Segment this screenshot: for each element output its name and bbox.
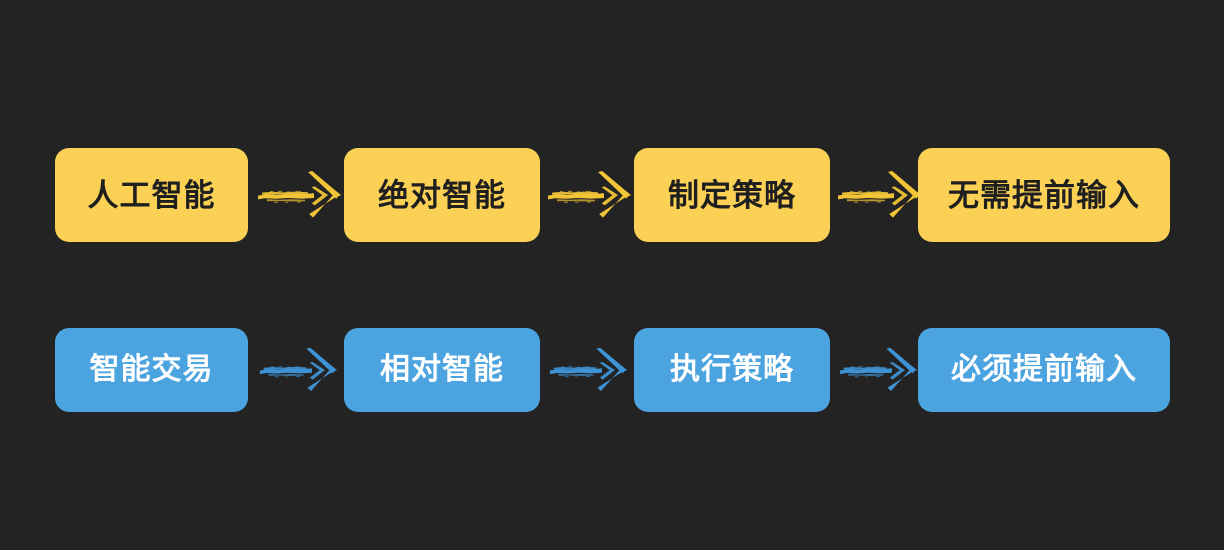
flow-node-label: 人工智能 bbox=[87, 177, 216, 213]
flow-node-label: 相对智能 bbox=[380, 353, 504, 386]
flow-node-label: 绝对智能 bbox=[378, 177, 506, 213]
flow-node-trading-1[interactable]: 相对智能 bbox=[344, 328, 540, 412]
flow-node-label: 无需提前输入 bbox=[948, 177, 1140, 213]
flow-node-label: 智能交易 bbox=[89, 353, 214, 386]
flow-node-trading-2[interactable]: 执行策略 bbox=[634, 328, 830, 412]
arrow-right-icon bbox=[836, 167, 922, 223]
flow-node-ai-0[interactable]: 人工智能 bbox=[55, 148, 248, 242]
flow-row-ai: 人工智能 bbox=[0, 148, 1224, 242]
arrow-right-icon bbox=[546, 167, 632, 223]
arrow-right-icon bbox=[258, 344, 338, 396]
flow-node-ai-2[interactable]: 制定策略 bbox=[634, 148, 830, 242]
flow-node-ai-1[interactable]: 绝对智能 bbox=[344, 148, 540, 242]
flow-node-trading-3[interactable]: 必须提前输入 bbox=[918, 328, 1170, 412]
arrow-right-icon bbox=[838, 344, 918, 396]
flow-node-trading-0[interactable]: 智能交易 bbox=[55, 328, 248, 412]
flow-node-label: 执行策略 bbox=[670, 353, 794, 386]
arrow-right-icon bbox=[256, 167, 342, 223]
flow-row-trading: 智能交易 bbox=[0, 328, 1224, 412]
arrow-right-icon bbox=[548, 344, 628, 396]
flow-node-ai-3[interactable]: 无需提前输入 bbox=[918, 148, 1170, 242]
flow-node-label: 必须提前输入 bbox=[951, 353, 1137, 386]
flow-node-label: 制定策略 bbox=[668, 177, 796, 213]
